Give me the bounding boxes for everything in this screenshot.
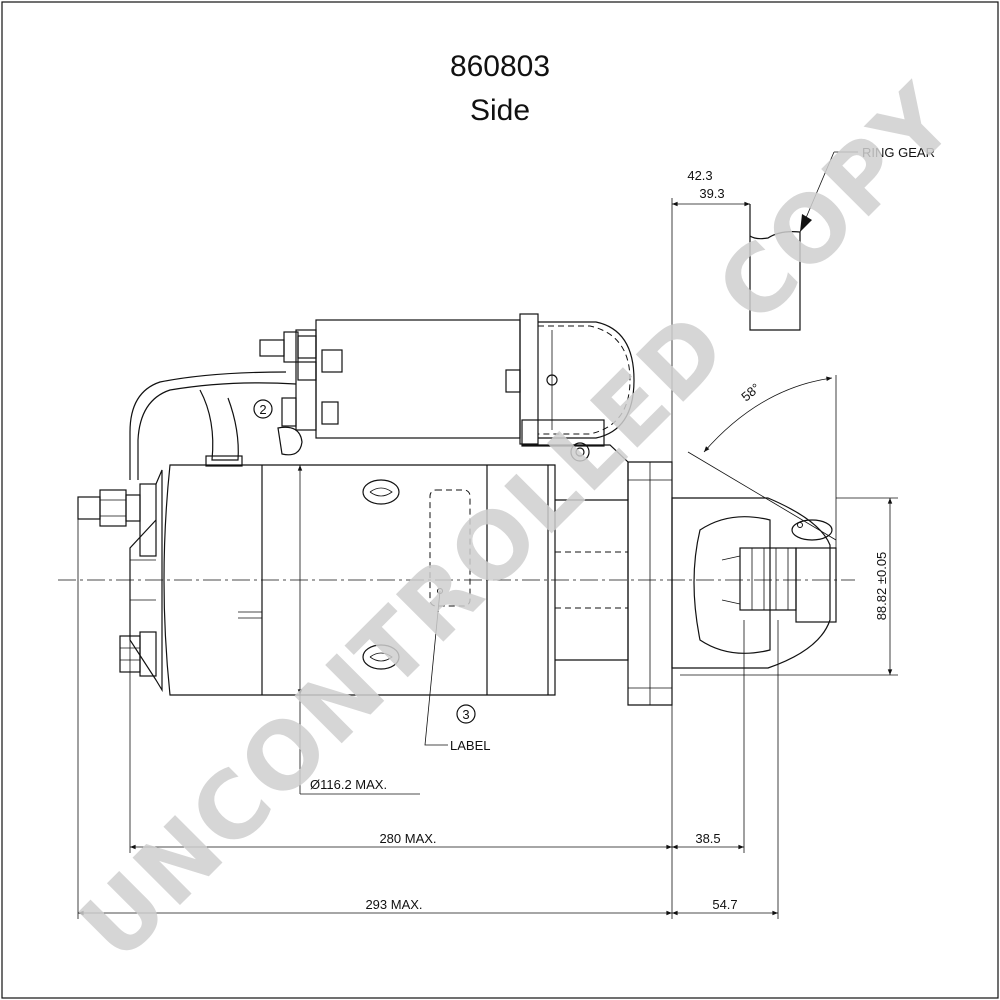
dim-ring-gear-min: 39.3 xyxy=(699,186,724,201)
balloon-3: 3 xyxy=(456,704,476,724)
nose-housing xyxy=(671,497,833,669)
dim-offset-38-5: 38.5 xyxy=(695,831,720,846)
starter-motor-drawing: 2 3 LABEL xyxy=(58,313,855,753)
pinion-gear xyxy=(721,547,837,623)
rear-terminal-stud xyxy=(77,483,157,557)
connecting-cable xyxy=(137,382,297,480)
dim-ring-gear-max: 42.3 xyxy=(687,168,712,183)
dim-pinion-54-7: 54.7 xyxy=(712,897,737,912)
svg-text:2: 2 xyxy=(259,402,266,417)
commutator-end-cap xyxy=(129,469,163,693)
solenoid-terminal-battery xyxy=(259,331,317,363)
part-number-title: 860803 xyxy=(450,50,550,83)
label-callout: LABEL xyxy=(450,738,490,753)
dimensions: Ø116.2 MAX. 280 MAX. 38.5 293 MAX. 54.7 … xyxy=(77,168,898,919)
label-leader xyxy=(424,590,448,746)
dim-length-280: 280 MAX. xyxy=(379,831,436,846)
label-area xyxy=(429,489,471,607)
frame-logo-top xyxy=(362,479,400,505)
dim-height-88-82: 88.82 ±0.05 xyxy=(874,552,889,621)
dim-length-293: 293 MAX. xyxy=(365,897,422,912)
solenoid-terminal-motor xyxy=(277,349,343,456)
balloon-2: 2 xyxy=(253,399,273,419)
field-frame xyxy=(163,464,556,696)
svg-text:3: 3 xyxy=(462,707,469,722)
dim-angle-58: 58° xyxy=(738,380,763,404)
dim-diameter: Ø116.2 MAX. xyxy=(310,777,387,792)
ring-gear: RING GEAR xyxy=(749,145,935,331)
uncontrolled-copy-watermark: UNCONTROLLED COPY xyxy=(60,65,976,981)
ring-gear-callout: RING GEAR xyxy=(862,145,935,160)
rear-ground-stud xyxy=(119,631,157,677)
frame-logo-bottom xyxy=(362,644,400,670)
view-title: Side xyxy=(470,94,530,127)
